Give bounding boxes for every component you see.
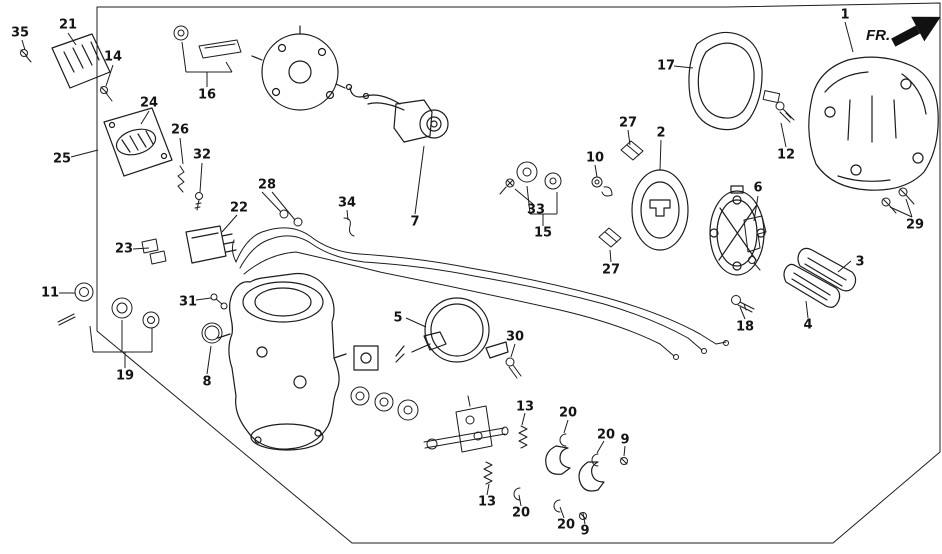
condenser-27-lower-drawing [598, 227, 622, 248]
fr-arrow-icon [891, 16, 941, 47]
plate-24-drawing [103, 107, 173, 177]
spring-26-drawing [177, 165, 185, 193]
screws-29-drawing [881, 187, 915, 214]
wire-harness-drawing [231, 209, 729, 360]
carrier-plate-drawing [709, 185, 766, 276]
parts-15-drawing [516, 161, 562, 190]
pickup-coil-drawing [345, 83, 449, 143]
bracket-6-drawing [743, 215, 767, 271]
connector-23-drawing [141, 238, 167, 265]
screw-33-drawing [499, 178, 515, 195]
shaft-assembly-drawing [423, 395, 509, 453]
spring-13-upper-drawing [518, 425, 528, 449]
rotor-plate-drawing [631, 169, 689, 251]
screw-35-drawing [20, 49, 32, 63]
screws-9-drawing [579, 457, 628, 520]
base-plate-drawing [251, 25, 346, 111]
oring-8-drawing [201, 322, 223, 344]
governor-arms-drawing [545, 445, 605, 492]
pin-16-drawing [173, 25, 242, 59]
fr-label: FR. [866, 27, 890, 44]
screw-30-drawing [505, 357, 522, 379]
screw-12-drawing [762, 90, 795, 123]
condenser-27-upper-drawing [620, 140, 644, 161]
diagram-border [96, 2, 941, 544]
connector-3-drawing [797, 247, 857, 292]
screw-14-drawing [100, 86, 113, 102]
clips-20-drawing [513, 433, 599, 513]
cap-gasket-drawing [688, 31, 763, 131]
distributor-cap-drawing [808, 56, 939, 191]
cover-21-drawing [51, 33, 111, 89]
screw-32-drawing [194, 192, 203, 211]
washer-row-drawing [350, 386, 419, 421]
distributor-housing-drawing [217, 272, 347, 451]
screw-18-drawing [731, 295, 755, 313]
leader-lines [21, 21, 913, 525]
vacuum-advance-drawing [353, 297, 509, 371]
igniter-22-drawing [185, 225, 237, 264]
washer-clip-10-drawing [591, 176, 613, 197]
clip-34-drawing [343, 217, 355, 237]
oring-11-drawing [74, 282, 94, 302]
coupling-19-drawing [57, 297, 160, 329]
connector-4-drawing [783, 263, 841, 308]
screws-31-drawing [210, 293, 228, 310]
spring-13-lower-drawing [483, 461, 493, 485]
